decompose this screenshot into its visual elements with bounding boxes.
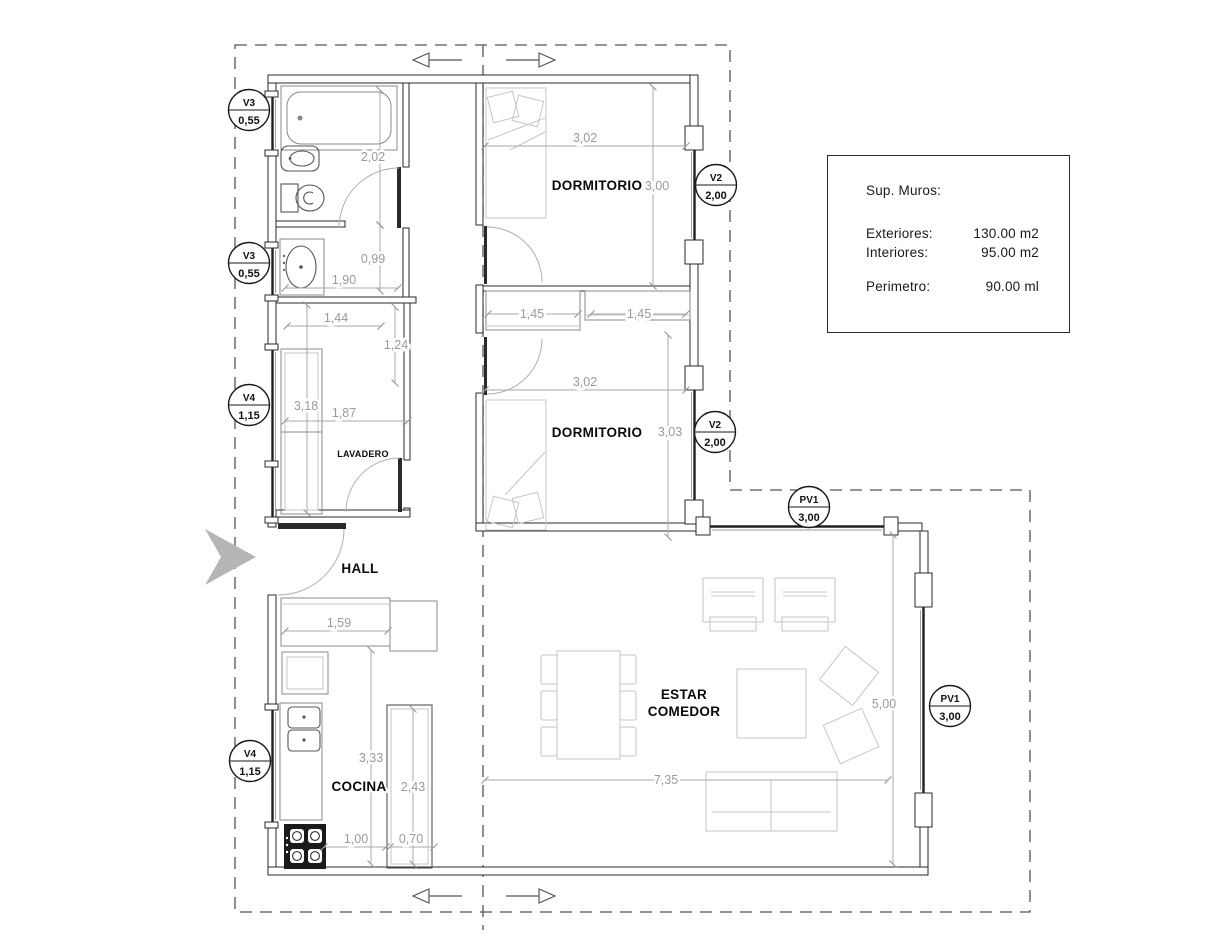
- section-arrow-left-bottom: [411, 888, 462, 904]
- laundry-counter: [280, 348, 323, 515]
- dimension-label: 0,70: [399, 832, 423, 846]
- room-label-hall: HALL: [341, 561, 378, 576]
- tag-code: PV1: [941, 694, 960, 705]
- dining-table: [556, 650, 621, 760]
- window-tag-v2: V2 2,00: [693, 410, 737, 454]
- property-boundary: [234, 44, 1031, 913]
- room-label-dormitorio-1: DORMITORIO: [552, 178, 643, 193]
- section-arrow-left-top: [411, 52, 462, 68]
- wall-surface-info-box: Sup. Muros: Exteriores: 130.00 m2 Interi…: [827, 155, 1070, 333]
- room-label-estar-comedor: COMEDOR: [648, 704, 721, 719]
- tag-value: 3,00: [939, 711, 960, 723]
- bidet: [280, 145, 320, 172]
- section-arrow-right-top: [506, 52, 557, 68]
- bathtub: [280, 85, 398, 151]
- window-tag-v2: V2 2,00: [694, 163, 738, 207]
- tag-code: V4: [244, 749, 257, 760]
- washbasin: [279, 238, 325, 296]
- tag-value: 2,00: [705, 190, 726, 202]
- dimension-label: 5,00: [872, 697, 896, 711]
- tag-code: V3: [243, 251, 256, 262]
- dimension-label: 1,24: [384, 338, 408, 352]
- dimension-label: 1,87: [332, 406, 356, 420]
- side-chair: [818, 645, 880, 707]
- bedroom1-furniture: [485, 87, 547, 219]
- room-label-cocina: COCINA: [331, 779, 386, 794]
- wardrobes: [485, 290, 691, 331]
- dimension-label: 3,02: [573, 131, 597, 145]
- window-tags: V30,55V30,55V41,15V41,15V22,00V22,00PV13…: [227, 88, 972, 783]
- toilet: [280, 183, 299, 213]
- dimension-label: 1,45: [627, 307, 651, 321]
- entrance-arrow-icon: [205, 529, 256, 585]
- tag-value: 3,00: [798, 512, 819, 524]
- dimension-label: 1,44: [324, 311, 348, 325]
- windows: [264, 90, 933, 829]
- tag-value: 0,55: [238, 115, 259, 127]
- armchair: [702, 577, 764, 623]
- info-row-exteriores: Exteriores: 130.00 m2: [866, 226, 1039, 241]
- bathroom-door: [397, 167, 401, 228]
- dimension-label: 0,99: [361, 252, 385, 266]
- kitchen-sink: [287, 706, 321, 729]
- room-label-estar-comedor: ESTAR: [661, 687, 707, 702]
- window-tag-pv1: PV1 3,00: [787, 485, 831, 529]
- window-tag-v3: V3 0,55: [227, 241, 271, 285]
- dining-furniture: [540, 650, 637, 760]
- kitchen-fixtures: [279, 597, 438, 869]
- dimension-label: 1,90: [332, 273, 356, 287]
- dimension-label: 3,00: [645, 179, 669, 193]
- side-chair: [822, 707, 880, 765]
- living-furniture: [702, 577, 880, 832]
- window-tag-v4: V4 1,15: [227, 383, 271, 427]
- wardrobe: [584, 290, 691, 321]
- kitchen-island: [386, 704, 433, 869]
- interior-walls: [275, 82, 707, 532]
- dimension-label: 7,35: [654, 773, 678, 787]
- tag-code: V2: [709, 420, 722, 431]
- fridge: [281, 651, 329, 695]
- room-label-lavadero: LAVADERO: [337, 449, 389, 459]
- tag-code: V3: [243, 98, 256, 109]
- window-tag-v4: V4 1,15: [228, 739, 272, 783]
- bedroom2-door: [484, 337, 487, 395]
- info-box-title: Sup. Muros:: [866, 183, 941, 198]
- tag-value: 2,00: [704, 437, 725, 449]
- tag-value: 0,55: [238, 268, 259, 280]
- armchair: [774, 577, 836, 623]
- tag-value: 1,15: [239, 766, 260, 778]
- bedroom2-furniture: [485, 399, 547, 531]
- room-label-dormitorio-2: DORMITORIO: [552, 425, 643, 440]
- laundry-door: [398, 458, 402, 512]
- bed: [485, 87, 547, 219]
- tag-code: V2: [710, 173, 723, 184]
- tag-code: V4: [243, 393, 256, 404]
- tag-value: 1,15: [238, 410, 259, 422]
- dimension-label: 1,45: [520, 307, 544, 321]
- dimension-label: 3,33: [359, 751, 383, 765]
- tag-code: PV1: [800, 495, 819, 506]
- dimension-label: 2,02: [361, 150, 385, 164]
- coffee-table: [736, 668, 807, 739]
- dimension-lines: [281, 83, 897, 868]
- bedroom1-door: [484, 226, 487, 284]
- section-arrow-right-bottom: [506, 888, 557, 904]
- exterior-walls: [267, 74, 929, 876]
- dimension-label: 2,43: [401, 780, 425, 794]
- dimension-label: 3,03: [658, 425, 682, 439]
- dimension-labels: 2,02 0,99 1,90 1,44 1,24 3,18 1,87 3,02 3,00 1,45…: [291, 129, 898, 849]
- bed: [485, 399, 547, 531]
- room-labels: DORMITORIO DORMITORIO LAVADERO HALL COCINA ES…: [329, 176, 722, 796]
- dimension-label: 3,02: [573, 375, 597, 389]
- dimension-label: 1,00: [344, 832, 368, 846]
- info-row-interiores: Interiores: 95.00 m2: [866, 245, 1039, 260]
- entrance-door: [278, 523, 346, 529]
- dimension-label: 3,18: [294, 399, 318, 413]
- doors: [277, 167, 543, 596]
- info-row-perimetro: Perimetro: 90.00 ml: [866, 279, 1039, 294]
- window-tag-pv1: PV1 3,00: [928, 684, 972, 728]
- dimension-label: 1,59: [327, 616, 351, 630]
- window-tag-v3: V3 0,55: [227, 88, 271, 132]
